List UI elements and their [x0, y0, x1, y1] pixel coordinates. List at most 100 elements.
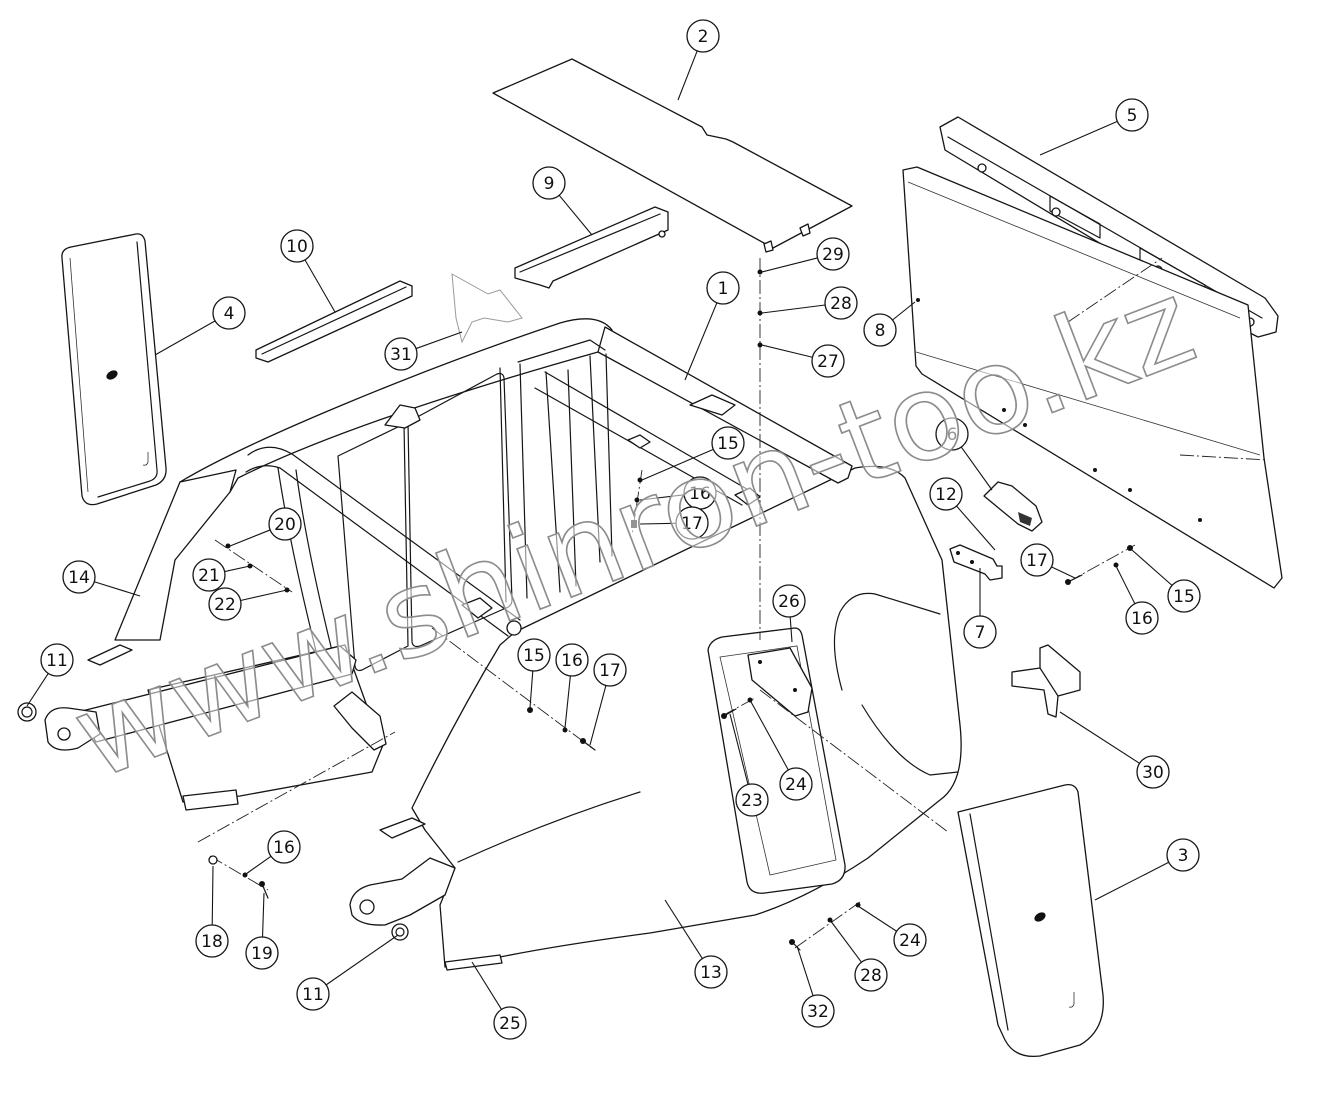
- callout-number: 24: [785, 775, 807, 795]
- leader-line: [789, 616, 793, 643]
- callout-circle: [675, 506, 709, 540]
- rail-hole: [977, 163, 987, 173]
- roll-bar: [245, 465, 509, 637]
- callout-number: 23: [741, 791, 763, 811]
- cab-pillar: [567, 369, 577, 587]
- fastener: [757, 310, 763, 316]
- roof-panel-tab: [763, 240, 774, 253]
- leader-line: [639, 522, 677, 525]
- front-step-plate: [379, 817, 426, 839]
- leader-line: [589, 685, 607, 746]
- front-trim-bar-edge: [261, 286, 407, 355]
- bushing-left-bore: [21, 706, 33, 718]
- roof-rear-frame: [517, 339, 606, 363]
- callout: 25: [471, 961, 527, 1040]
- bolt: [631, 520, 637, 528]
- callout-circle: [854, 958, 888, 992]
- cab-pillar: [499, 367, 507, 603]
- fastener: [225, 543, 231, 549]
- callout-number: 27: [817, 352, 839, 372]
- bushing-left: [17, 702, 37, 722]
- callout-number: 25: [499, 1014, 521, 1034]
- door-handle-grip: [1018, 512, 1032, 526]
- rail-hole: [1051, 207, 1061, 217]
- callout-circle: [208, 587, 242, 621]
- callout: 5: [1039, 98, 1149, 156]
- leader-line: [761, 257, 818, 273]
- callout: 28: [829, 919, 888, 992]
- leader-line: [211, 865, 214, 926]
- callout-circle: [1125, 601, 1159, 635]
- washer: [208, 855, 218, 865]
- callout-circle: [929, 477, 963, 511]
- centerline: [209, 855, 269, 891]
- front-trim-bar-outline: [255, 280, 413, 363]
- callout: 21: [192, 558, 251, 592]
- callout-number: 14: [68, 568, 90, 588]
- right-side-shell-cutout: [861, 704, 959, 776]
- callout-number: 17: [681, 514, 703, 534]
- callout: 32: [796, 945, 835, 1028]
- leader-line: [415, 331, 463, 350]
- callout-number: 32: [807, 1002, 829, 1022]
- callout-number: 10: [286, 237, 308, 257]
- front-window-frame: [337, 423, 409, 672]
- callout-number: 24: [899, 931, 921, 951]
- leader-line: [1059, 711, 1140, 764]
- leader-line: [1039, 120, 1118, 156]
- fastener: [757, 269, 763, 275]
- leader-line: [240, 589, 288, 602]
- door-window-frame: [407, 372, 513, 648]
- callout-circle: [963, 615, 997, 649]
- right-side-shell: [411, 465, 962, 971]
- callout-number: 15: [717, 434, 739, 454]
- latch-plate: [747, 647, 813, 717]
- callout-number: 9: [544, 174, 555, 194]
- callout-number: 19: [251, 944, 273, 964]
- callout-circle: [706, 271, 740, 305]
- rear-panel-top-flange: [907, 181, 1241, 319]
- callout-circle: [192, 558, 226, 592]
- callout: 7: [963, 568, 997, 649]
- callout-number: 26: [778, 592, 800, 612]
- leader-line: [224, 565, 251, 573]
- callout-circle: [1136, 755, 1170, 789]
- leader-line: [1131, 549, 1173, 586]
- rear-panel: [902, 166, 1283, 589]
- leader-line: [639, 494, 685, 501]
- callout: 16: [1115, 565, 1159, 635]
- leader-line: [154, 320, 216, 356]
- leader-line: [749, 699, 789, 771]
- leader-line: [529, 670, 534, 709]
- callout: 16: [555, 643, 589, 729]
- callout: 15: [1131, 549, 1201, 613]
- rear-upper-rail-edge: [947, 136, 1263, 319]
- callout-circle: [245, 936, 279, 970]
- callout-circle: [532, 166, 566, 200]
- roof-panel: [492, 58, 853, 253]
- latch-bracket: [949, 544, 1003, 581]
- latch-bracket-hole: [956, 551, 960, 555]
- leader-line: [677, 50, 698, 101]
- callout-circle: [593, 653, 627, 687]
- callout-number: 1: [718, 279, 729, 299]
- callout-number: 5: [1127, 106, 1138, 126]
- bottom-step-plate: [182, 789, 239, 811]
- left-window-outline: [61, 233, 167, 506]
- cab-pillar: [605, 353, 613, 557]
- front-trim-bar: [255, 280, 413, 363]
- roof-trim-bar-tab: [658, 230, 666, 238]
- lower-step-bar: [444, 954, 503, 971]
- leader-line: [641, 448, 714, 481]
- callout-circle: [268, 507, 302, 541]
- cab-pillar: [545, 371, 561, 593]
- callout: 16: [245, 830, 301, 875]
- callout: 17: [589, 653, 627, 746]
- rear-panel-hole: [1198, 518, 1202, 522]
- callout-number: 4: [224, 304, 235, 324]
- latch-bracket-outline: [949, 544, 1003, 581]
- leader-line: [471, 961, 503, 1010]
- callout-circle: [296, 977, 330, 1011]
- door-handle: [983, 481, 1043, 532]
- callout-circle: [935, 417, 969, 451]
